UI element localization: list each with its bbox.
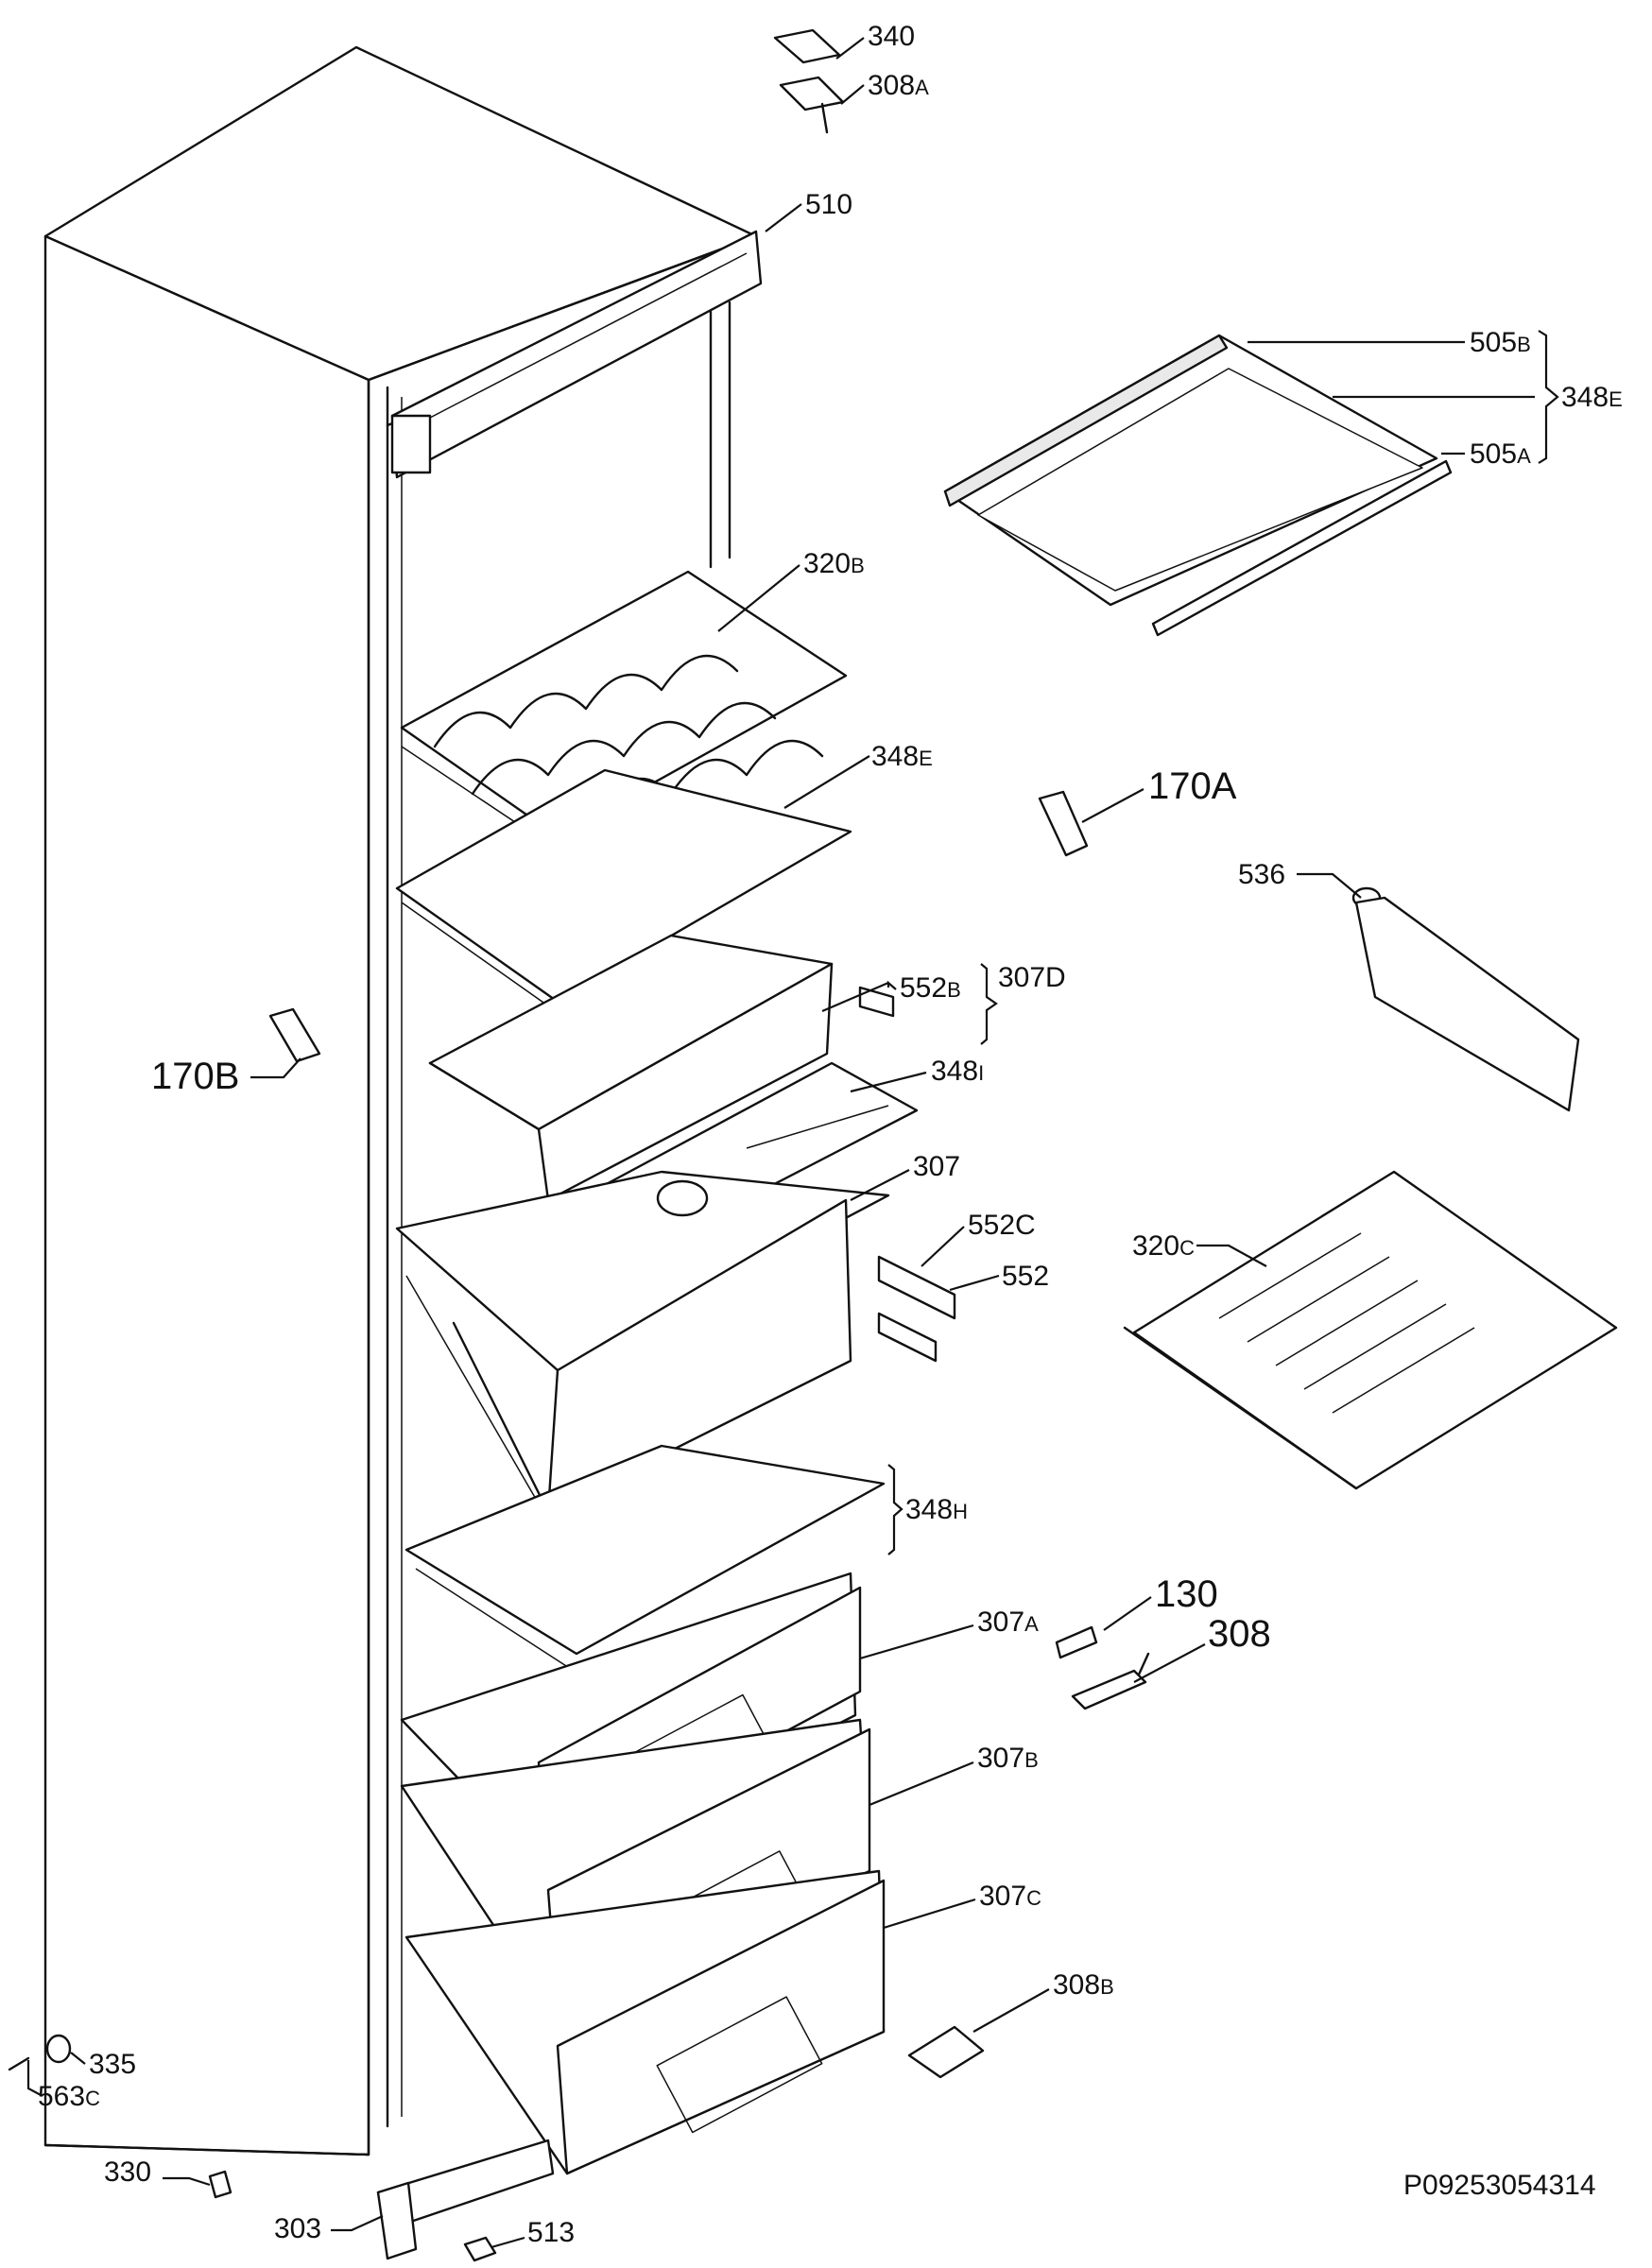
part-307c-drawer	[404, 1869, 886, 2175]
label-320b: 320B	[803, 548, 865, 579]
label-170b: 170B	[151, 1056, 239, 1097]
label-552: 552	[1002, 1261, 1049, 1292]
part-563c-pin	[8, 2056, 30, 2071]
label-536: 536	[1238, 859, 1285, 890]
label-348h: 348H	[905, 1494, 968, 1525]
part-510-light-cover	[390, 230, 763, 479]
leader-lines	[26, 37, 1559, 2249]
label-307: 307	[913, 1151, 960, 1182]
part-348e-glass-shelf	[395, 768, 852, 1017]
label-130: 130	[1155, 1573, 1218, 1615]
part-348h-glass-shelf	[404, 1444, 886, 1674]
label-330: 330	[104, 2156, 151, 2188]
part-335-bushing	[45, 2034, 72, 2064]
part-308b-bottom-hinge	[907, 2025, 985, 2079]
label-505a: 505A	[1470, 438, 1531, 470]
part-303-plinth	[376, 2139, 555, 2260]
label-308a: 308A	[868, 70, 929, 101]
part-513-clip	[463, 2236, 497, 2262]
label-348e-group: 348E	[1561, 382, 1623, 413]
label-320c: 320C	[1132, 1230, 1195, 1262]
label-303: 303	[274, 2213, 321, 2244]
part-330-foot	[208, 2170, 232, 2199]
part-170b-clip	[268, 1007, 321, 1063]
part-308-hinge	[1071, 1652, 1150, 1710]
label-340: 340	[868, 21, 915, 52]
part-348e-glass-shelf-right	[943, 334, 1453, 637]
part-536-divider	[1351, 886, 1580, 1112]
label-307c: 307C	[979, 1881, 1041, 1912]
part-307d-crisper-tray	[428, 934, 834, 1202]
label-308b: 308B	[1053, 1969, 1114, 2001]
label-307a: 307A	[977, 1606, 1039, 1638]
label-348i: 348I	[931, 1056, 984, 1087]
label-505b: 505B	[1470, 327, 1531, 358]
part-307-drawer	[395, 1170, 890, 1514]
part-552c-552-rails	[877, 1255, 956, 1363]
part-170a-clip	[1038, 790, 1089, 857]
label-307b: 307B	[977, 1743, 1039, 1774]
part-308a-top-hinge	[779, 76, 845, 134]
refrigerator-cabinet	[43, 45, 758, 2156]
label-170a: 170A	[1148, 765, 1237, 807]
label-335: 335	[89, 2049, 136, 2080]
part-340-hinge-cover	[773, 28, 841, 64]
label-552b: 552B	[900, 972, 961, 1004]
label-552c: 552C	[968, 1210, 1036, 1241]
label-563c: 563C	[38, 2081, 100, 2112]
part-130-cover	[1055, 1625, 1098, 1659]
label-348e: 348E	[871, 741, 933, 772]
label-308: 308	[1208, 1613, 1271, 1655]
label-510: 510	[805, 189, 852, 220]
part-320c-tray	[1123, 1170, 1618, 1490]
part-552b-rail	[858, 986, 895, 1018]
part-labels: 340 308A 510 505B 348E 505A 320B 348E 17…	[38, 21, 1623, 2248]
drawing-code: P09253054314	[1403, 2170, 1596, 2201]
label-513: 513	[527, 2217, 575, 2248]
label-307d: 307D	[998, 962, 1066, 993]
